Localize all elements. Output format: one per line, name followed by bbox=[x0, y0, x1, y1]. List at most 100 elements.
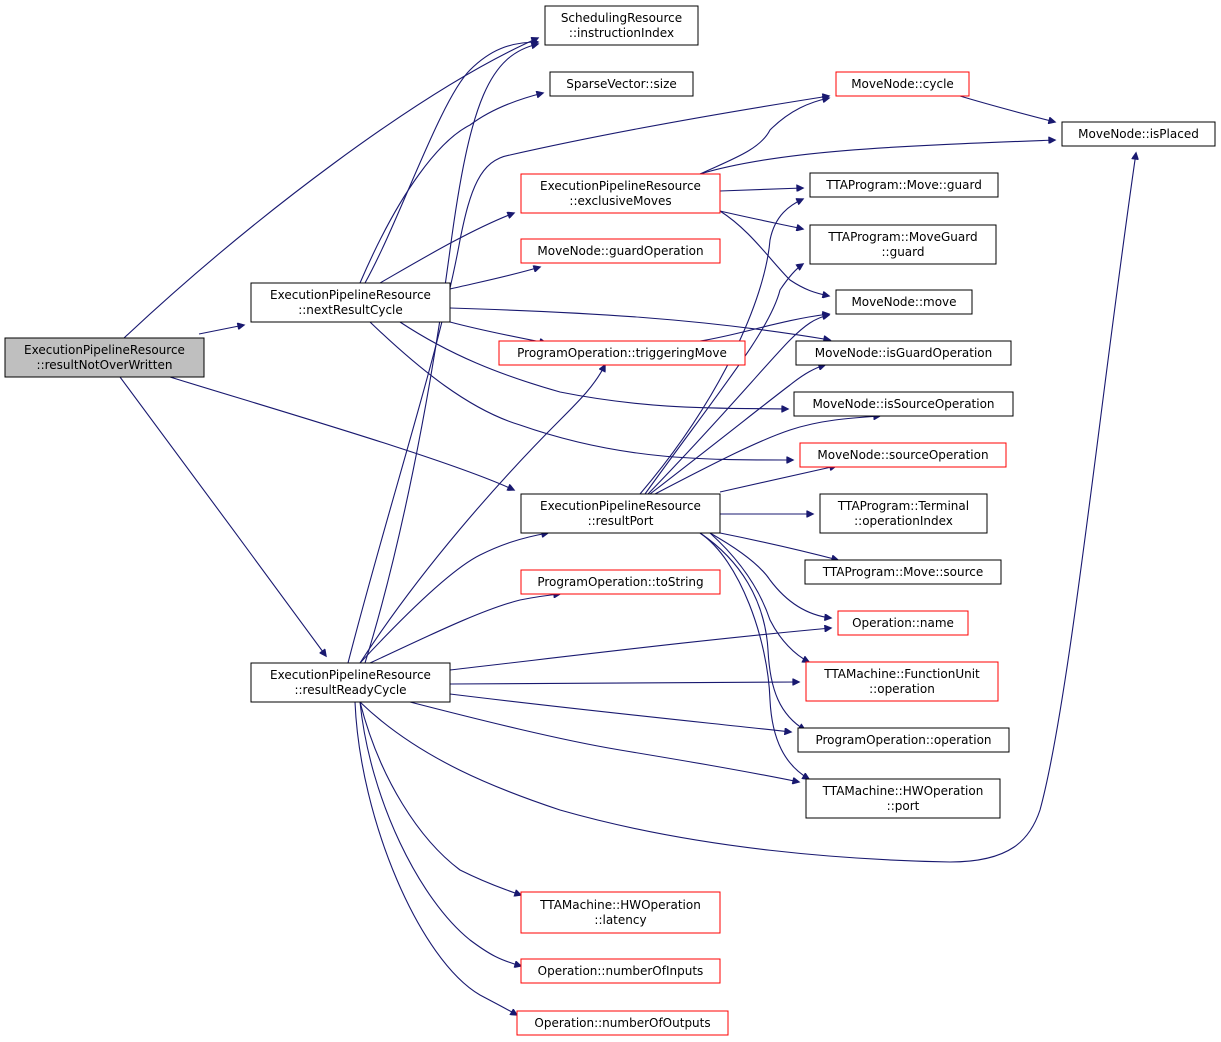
edge-exclusiveMoves-to-mnIsPlaced bbox=[699, 140, 1055, 175]
node-tpMoveGuardGuard[interactable]: TTAProgram::MoveGuard::guard bbox=[809, 224, 997, 265]
node-label: ExecutionPipelineResource bbox=[270, 668, 431, 682]
node-label: MoveNode::move bbox=[851, 295, 956, 309]
node-poOperation[interactable]: ProgramOperation::operation bbox=[797, 727, 1010, 753]
edge-nextResultCycle-to-svSize bbox=[359, 93, 543, 284]
edge-nextResultCycle-to-mnIsGuardOperation bbox=[449, 307, 830, 340]
edge-resultReadyCycle-to-poOperation bbox=[449, 693, 791, 732]
node-label: ::operation bbox=[869, 682, 935, 696]
edge-resultPort-to-mnMove bbox=[647, 315, 829, 495]
graph-nodes: ExecutionPipelineResource::resultNotOver… bbox=[4, 5, 1216, 1036]
node-box bbox=[835, 289, 973, 315]
node-tpMoveGuard[interactable]: TTAProgram::Move::guard bbox=[809, 172, 999, 198]
node-box bbox=[520, 173, 721, 214]
node-mnMove[interactable]: MoveNode::move bbox=[835, 289, 973, 315]
edge-exclusiveMoves-to-mnMove bbox=[719, 210, 829, 296]
node-box bbox=[520, 238, 721, 264]
node-box bbox=[804, 559, 1002, 585]
node-box bbox=[835, 71, 970, 97]
node-label: ::resultReadyCycle bbox=[294, 683, 406, 697]
node-label: ExecutionPipelineResource bbox=[540, 499, 701, 513]
node-svSize[interactable]: SparseVector::size bbox=[549, 71, 694, 97]
edge-poTriggeringMove-to-mnMove bbox=[699, 314, 829, 342]
node-box bbox=[797, 727, 1010, 753]
node-tpTerminalOpIndex[interactable]: TTAProgram::Terminal::operationIndex bbox=[819, 493, 988, 534]
node-label: SparseVector::size bbox=[566, 77, 677, 91]
node-box bbox=[4, 337, 205, 378]
node-box bbox=[250, 662, 451, 703]
node-poTriggeringMove[interactable]: ProgramOperation::triggeringMove bbox=[498, 340, 746, 366]
edge-resultReadyCycle-to-opName bbox=[449, 628, 831, 671]
node-label: ::instructionIndex bbox=[569, 26, 674, 40]
node-resultReadyCycle[interactable]: ExecutionPipelineResource::resultReadyCy… bbox=[250, 662, 451, 703]
node-resultPort[interactable]: ExecutionPipelineResource::resultPort bbox=[520, 493, 721, 534]
edge-resultReadyCycle-to-poToString bbox=[369, 594, 560, 664]
node-exclusiveMoves[interactable]: ExecutionPipelineResource::exclusiveMove… bbox=[520, 173, 721, 214]
node-box bbox=[544, 5, 699, 46]
node-opName[interactable]: Operation::name bbox=[837, 610, 969, 636]
node-hwPort[interactable]: TTAMachine::HWOperation::port bbox=[805, 778, 1001, 819]
node-mnIsPlaced[interactable]: MoveNode::isPlaced bbox=[1061, 121, 1216, 147]
node-mnIsSourceOperation[interactable]: MoveNode::isSourceOperation bbox=[793, 391, 1014, 417]
node-mnCycle[interactable]: MoveNode::cycle bbox=[835, 71, 970, 97]
node-label: MoveNode::isPlaced bbox=[1078, 127, 1199, 141]
edge-resultReadyCycle-to-mnCycle bbox=[347, 96, 829, 664]
node-label: ProgramOperation::operation bbox=[815, 733, 991, 747]
node-label: ProgramOperation::toString bbox=[537, 575, 703, 589]
node-label: Operation::numberOfOutputs bbox=[534, 1016, 710, 1030]
node-box bbox=[549, 71, 694, 97]
edge-resultPort-to-tpMoveGuardGuard bbox=[644, 264, 803, 495]
graph-edges bbox=[119, 38, 1136, 1015]
edge-resultPort-to-fuOperation bbox=[709, 532, 809, 662]
node-instructionIndex[interactable]: SchedulingResource::instructionIndex bbox=[544, 5, 699, 46]
node-box bbox=[819, 493, 988, 534]
node-box bbox=[805, 778, 1001, 819]
node-opNumOutputs[interactable]: Operation::numberOfOutputs bbox=[516, 1010, 729, 1036]
node-root[interactable]: ExecutionPipelineResource::resultNotOver… bbox=[4, 337, 205, 378]
node-opNumInputs[interactable]: Operation::numberOfInputs bbox=[520, 958, 721, 984]
node-box bbox=[809, 224, 997, 265]
edge-nextResultCycle-to-instructionIndex bbox=[364, 42, 538, 284]
node-mnIsGuardOperation[interactable]: MoveNode::isGuardOperation bbox=[795, 340, 1012, 366]
node-label: ::resultNotOverWritten bbox=[37, 358, 173, 372]
edge-resultPort-to-mnIsGuardOperation bbox=[649, 365, 825, 495]
node-mnSourceOperation[interactable]: MoveNode::sourceOperation bbox=[799, 442, 1007, 468]
node-label: ::resultPort bbox=[588, 514, 654, 528]
node-nextResultCycle[interactable]: ExecutionPipelineResource::nextResultCyc… bbox=[250, 282, 451, 323]
node-box bbox=[793, 391, 1014, 417]
node-label: TTAProgram::Move::source bbox=[822, 565, 984, 579]
node-label: TTAMachine::HWOperation bbox=[822, 784, 984, 798]
node-box bbox=[795, 340, 1012, 366]
node-box bbox=[1061, 121, 1216, 147]
edge-root-to-resultPort bbox=[169, 376, 514, 490]
node-poToString[interactable]: ProgramOperation::toString bbox=[520, 569, 721, 595]
node-label: TTAProgram::Move::guard bbox=[825, 178, 982, 192]
node-box bbox=[799, 442, 1007, 468]
node-label: ::port bbox=[887, 799, 920, 813]
node-hwLatency[interactable]: TTAMachine::HWOperation::latency bbox=[520, 891, 721, 934]
node-label: Operation::name bbox=[852, 616, 954, 630]
edge-resultReadyCycle-to-opNumInputs bbox=[359, 701, 521, 966]
node-tpMoveSource[interactable]: TTAProgram::Move::source bbox=[804, 559, 1002, 585]
edge-resultPort-to-opName bbox=[709, 532, 831, 618]
node-box bbox=[520, 891, 721, 934]
edge-resultReadyCycle-to-poTriggeringMove bbox=[359, 365, 605, 664]
node-box bbox=[520, 569, 721, 595]
node-mnGuardOperation[interactable]: MoveNode::guardOperation bbox=[520, 238, 721, 264]
edge-nextResultCycle-to-exclusiveMoves bbox=[379, 213, 514, 284]
edge-exclusiveMoves-to-tpMoveGuard bbox=[719, 188, 803, 191]
edge-root-to-resultReadyCycle bbox=[119, 376, 326, 656]
node-label: ::guard bbox=[881, 245, 924, 259]
node-box bbox=[250, 282, 451, 323]
edge-resultPort-to-poOperation bbox=[699, 532, 805, 730]
node-label: MoveNode::isGuardOperation bbox=[815, 346, 993, 360]
node-box bbox=[805, 661, 999, 702]
node-label: TTAMachine::HWOperation bbox=[539, 898, 701, 912]
node-fuOperation[interactable]: TTAMachine::FunctionUnit::operation bbox=[805, 661, 999, 702]
edge-resultPort-to-hwPort bbox=[699, 532, 809, 779]
node-box bbox=[516, 1010, 729, 1036]
edge-resultReadyCycle-to-instructionIndex bbox=[364, 44, 538, 664]
node-label: ::latency bbox=[594, 913, 646, 927]
edge-resultReadyCycle-to-opNumOutputs bbox=[354, 701, 517, 1015]
node-label: ProgramOperation::triggeringMove bbox=[517, 346, 727, 360]
